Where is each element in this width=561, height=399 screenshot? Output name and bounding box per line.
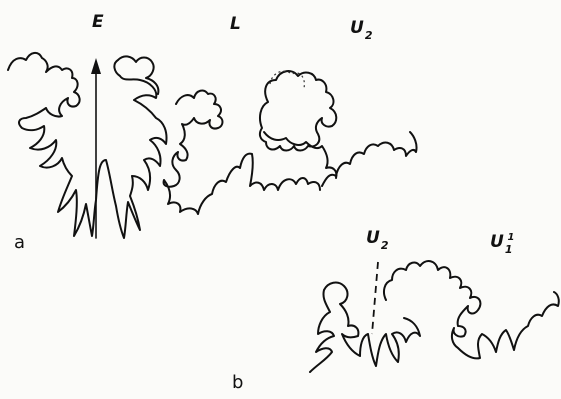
panel-label-a: a [14,234,25,252]
label-E: E [92,14,104,31]
arrow-head-icon [91,58,101,74]
panel-label-b: b [232,374,243,392]
label-U2-bottom-sub: 2 [381,239,389,252]
label-U1-1: U11 [490,234,519,251]
label-U2-bottom-main: U [366,228,380,248]
lateral-lobe-outline [164,91,320,214]
label-U2-top: U2 [350,20,372,37]
label-U1-1-sub: 1 [505,243,513,256]
label-U1-1-sup: 1 [507,232,514,243]
label-U2-bottom: U2 [366,230,388,247]
suture-outline-b-right [384,261,559,358]
label-L: L [230,16,241,33]
label-U2-top-sub: 2 [365,29,373,42]
dashed-boundary-line [372,262,378,334]
label-U2-top-main: U [350,18,364,38]
secondary-lobe-right [264,132,336,178]
suture-outline-a [8,53,167,238]
label-U1-1-main: U [490,232,504,252]
suture-outline-b [310,283,420,372]
